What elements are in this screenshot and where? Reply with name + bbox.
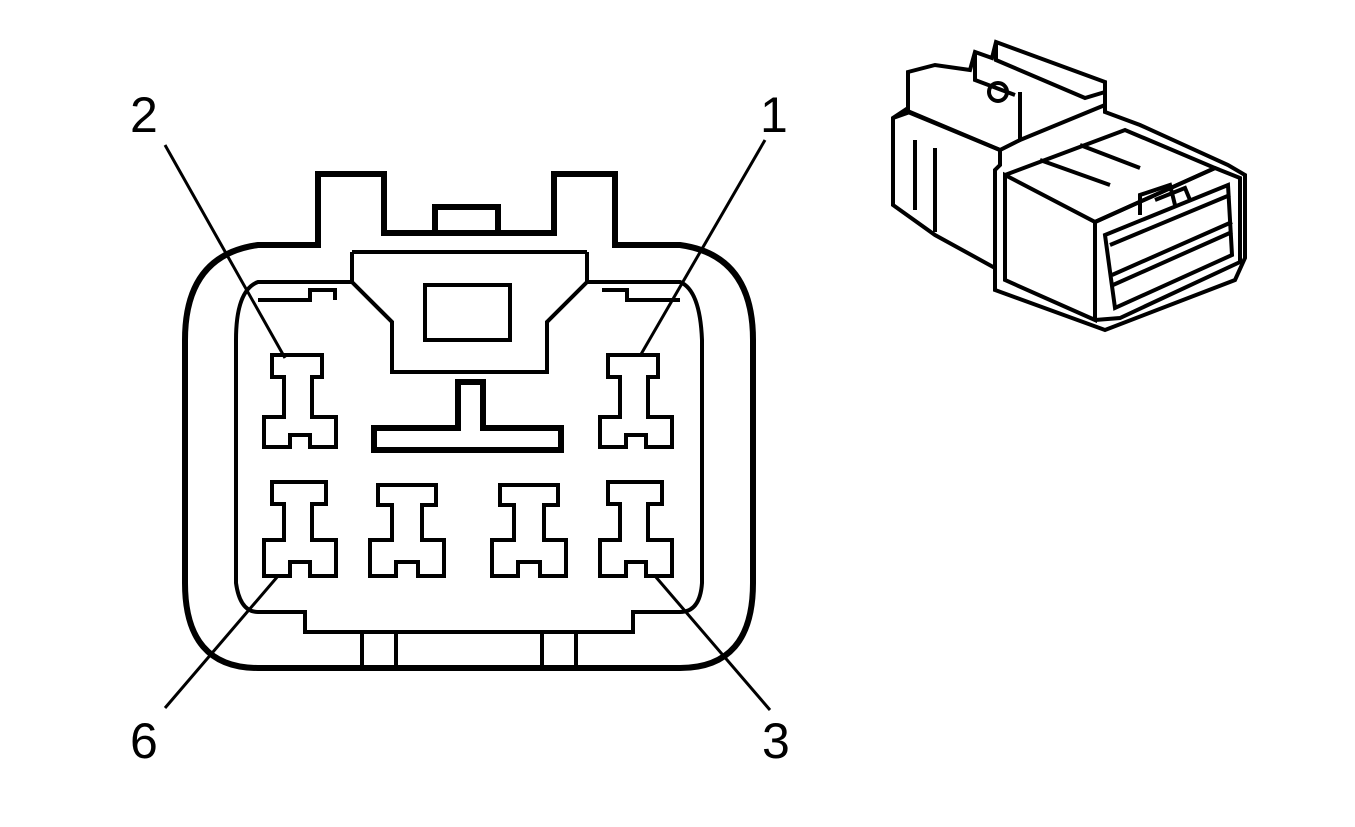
terminal-pin-2 bbox=[262, 353, 338, 449]
connector-face bbox=[182, 171, 756, 671]
pin-label-6: 6 bbox=[130, 713, 158, 769]
latch-tab bbox=[432, 204, 501, 236]
terminal-pin-6 bbox=[262, 480, 338, 578]
ledge-right bbox=[602, 288, 680, 302]
keying-square bbox=[423, 283, 512, 342]
pin-label-2: 2 bbox=[130, 87, 158, 143]
housing-outline bbox=[182, 171, 756, 671]
leader-line-6 bbox=[163, 575, 280, 709]
leader-line-2 bbox=[163, 144, 287, 359]
connector-iso-view bbox=[891, 39, 1247, 333]
t-key bbox=[371, 379, 564, 453]
leader-line-3 bbox=[653, 575, 772, 711]
ledge-left bbox=[258, 288, 337, 302]
base-keys bbox=[360, 632, 578, 668]
leader-line-1 bbox=[638, 139, 767, 357]
terminal-pin-4 bbox=[490, 483, 568, 578]
terminal-pin-3 bbox=[598, 480, 674, 578]
pin-label-1: 1 bbox=[760, 87, 788, 143]
inner-cavity bbox=[234, 250, 704, 634]
pin-label-3: 3 bbox=[762, 713, 790, 769]
terminal-pin-5 bbox=[368, 483, 446, 578]
terminal-pin-1 bbox=[598, 353, 674, 449]
